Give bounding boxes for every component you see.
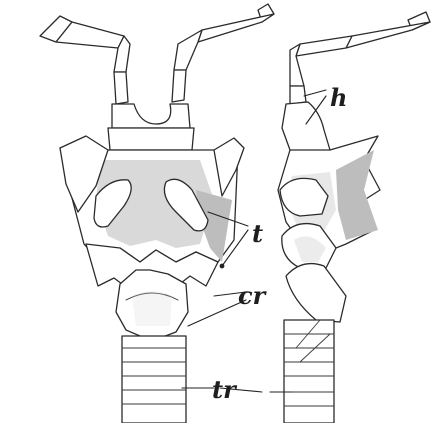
collar-plate [108,128,194,150]
label-t: t [252,219,263,248]
right-specimen [278,12,430,423]
lateral-trunk [284,320,334,423]
left-specimen [40,4,274,423]
label-cr: cr [238,281,268,310]
label-h: h [330,83,347,112]
label-tr: tr [212,375,238,404]
lateral-head [282,102,330,156]
lateral-coxa-3 [286,264,346,322]
left-trunk [122,336,186,423]
lateral-antenna [290,12,430,104]
left-antenna [40,16,130,104]
right-antenna [172,4,274,102]
head-capsule [112,104,190,128]
